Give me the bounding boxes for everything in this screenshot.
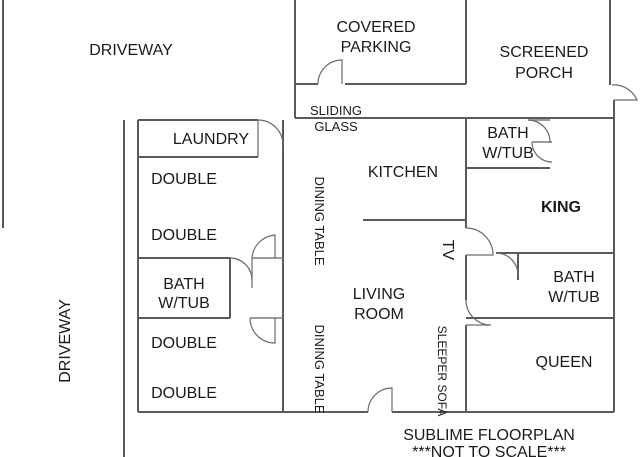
sliding-glass-label-2: GLASS [314,119,358,134]
doors [229,59,638,413]
covered-parking-label-2: PARKING [341,39,412,56]
walls [2,0,615,457]
kitchen-label: KITCHEN [368,164,438,181]
bath-right-label-2: W/TUB [548,289,600,306]
bath-top-label-1: BATH [487,125,528,142]
queen-label: QUEEN [536,354,593,371]
living-room-label-1: LIVING [353,286,405,303]
laundry-label: LAUNDRY [173,131,250,148]
bath-right-label-1: BATH [553,269,594,286]
dining-table-upper-label: DINING TABLE [312,176,327,265]
screened-porch-label-1: SCREENED [500,44,589,61]
bath-left-label-1: BATH [163,276,204,293]
driveway-top-label: DRIVEWAY [89,42,173,59]
king-label: KING [541,199,581,216]
double-label-4: DOUBLE [151,385,217,402]
bath-top-label-2: W/TUB [482,145,534,162]
double-label-2: DOUBLE [151,227,217,244]
bath-left-label-2: W/TUB [158,295,210,312]
labels: DRIVEWAY DRIVEWAY COVERED PARKING SCREEN… [57,19,600,457]
sliding-glass-label-1: SLIDING [310,103,362,118]
caption-note: ***NOT TO SCALE*** [412,444,566,457]
caption-title: SUBLIME FLOORPLAN [403,427,575,444]
double-label-3: DOUBLE [151,335,217,352]
tv-label: TV [439,240,456,261]
dining-table-lower-label: DINING TABLE [312,324,327,413]
living-room-label-2: ROOM [354,306,404,323]
double-label-1: DOUBLE [151,171,217,188]
sleeper-sofa-label: SLEEPER SOFA [435,326,449,417]
screened-porch-label-2: PORCH [515,65,573,82]
driveway-left-label: DRIVEWAY [57,299,74,383]
covered-parking-label-1: COVERED [336,19,415,36]
